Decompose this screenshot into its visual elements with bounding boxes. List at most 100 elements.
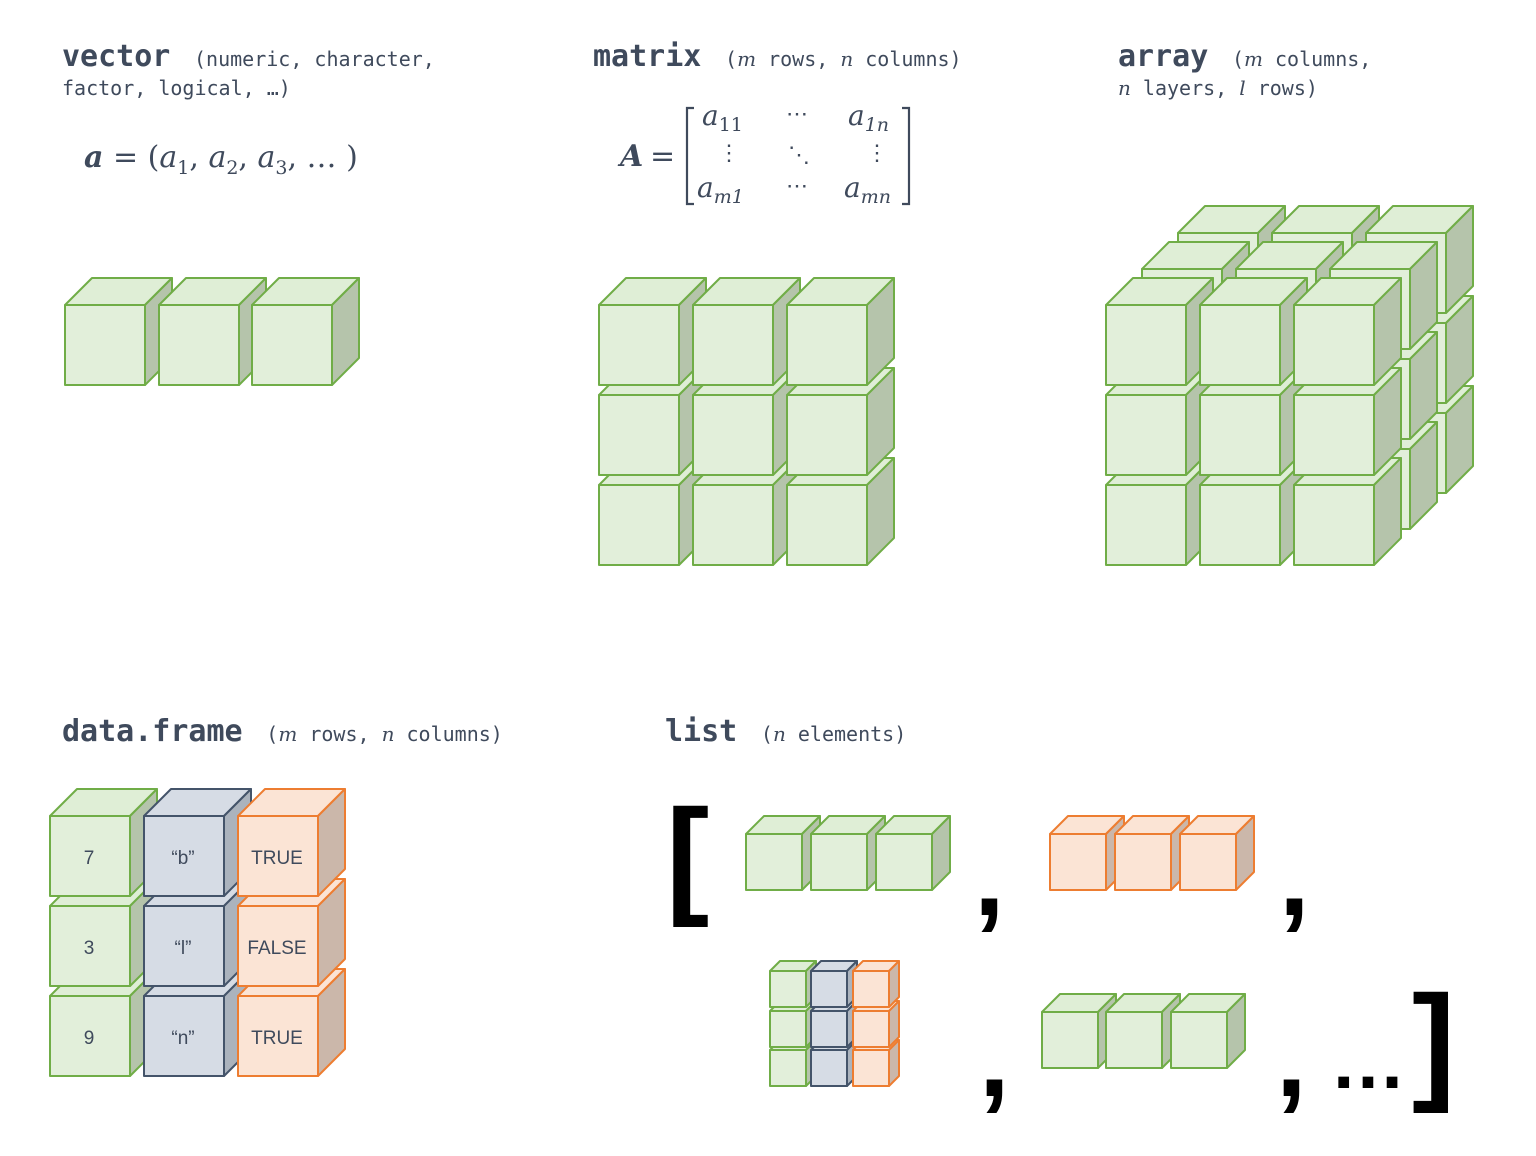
- svg-text:vector (numeric, charact: vector (numeric, character,: [62, 39, 435, 74]
- svg-text:data.frame (m rows, n co: data.frame (m rows, n columns): [62, 714, 503, 749]
- matrix-vdots-right: ⋮: [866, 141, 888, 166]
- matrix-a11: a11: [702, 99, 743, 136]
- df-cube-r1c1: [49, 788, 158, 897]
- df-cell-r1c1: 7: [84, 848, 95, 869]
- dataframe-illustration: [49, 788, 346, 1077]
- matrix-right-bracket: [902, 106, 911, 206]
- matrix-sub-cols: columns): [853, 47, 961, 71]
- df-cell-r3c2: “n”: [171, 1028, 194, 1049]
- list-illustration: [745, 815, 1255, 1087]
- array-illustration: [1105, 205, 1474, 566]
- matrix-sub-n: n: [840, 47, 853, 71]
- array-title: array: [1118, 39, 1208, 74]
- list-header: list (n elements): [665, 714, 906, 749]
- svg-text:array (m columns,: array (m columns,: [1118, 39, 1371, 74]
- vector-formula: a = (a1, a2, a3, … ): [84, 140, 358, 179]
- vector-cube-1: [64, 277, 173, 386]
- matrix-sub-rows: rows,: [756, 47, 840, 71]
- svg-text:list (n elements): list (n elements): [665, 714, 906, 749]
- list-sub-open: (: [761, 722, 773, 746]
- array-header: array (m columns, n layers, l rows): [1118, 39, 1371, 100]
- list-el3-cube-r1c3: [852, 960, 900, 1008]
- list-el4-cube-2: [1105, 993, 1181, 1069]
- vector-subtitle-line2: factor, logical, …): [62, 76, 291, 100]
- matrix-ddots: ⋱: [788, 143, 810, 168]
- array-sub-rows: rows): [1246, 76, 1318, 100]
- matrix-amn: amn: [844, 171, 891, 208]
- matrix-cube-r1c3: [786, 277, 895, 386]
- matrix-a1n-base: a: [848, 99, 865, 132]
- matrix-am1: am1: [697, 171, 744, 208]
- matrix-vdots-left: ⋮: [718, 141, 740, 166]
- array-cube-l1r1c2: [1199, 277, 1308, 386]
- matrix-title: matrix: [593, 39, 701, 74]
- matrix-formula-eq: =: [650, 139, 675, 174]
- df-cell-r2c3: FALSE: [247, 938, 306, 959]
- array-sub-n: n: [1118, 76, 1131, 100]
- dataframe-sub-cols: columns): [394, 722, 502, 746]
- list-punctuation: [ , , , , … ]: [666, 782, 1455, 1120]
- df-cell-r3c1: 9: [84, 1028, 95, 1049]
- list-el1-cube-1: [745, 815, 821, 891]
- matrix-a1n: a1n: [848, 99, 889, 136]
- array-sub-m: m: [1244, 47, 1263, 71]
- list-el2-cube-2: [1114, 815, 1190, 891]
- list-open-bracket: [: [666, 782, 709, 928]
- matrix-illustration: [598, 277, 895, 566]
- array-cube-l1r1c1: [1105, 277, 1214, 386]
- vector-formula-sub1: 1: [177, 157, 189, 179]
- list-el3-cube-r1c1: [769, 960, 817, 1008]
- dataframe-cell-labels: 7 3 9 “b” “l” “n” TRUE FALSE TRUE: [84, 848, 307, 1049]
- list-ellipsis: …: [1330, 1020, 1406, 1105]
- matrix-cube-r1c1: [598, 277, 707, 386]
- vector-formula-sub2: 2: [226, 157, 238, 179]
- df-cell-r1c3: TRUE: [251, 848, 303, 869]
- df-cell-r1c2: “b”: [171, 848, 194, 869]
- array-cube-l1r1c3: [1293, 277, 1402, 386]
- dataframe-sub-open: (: [266, 722, 278, 746]
- list-el1-cube-2: [810, 815, 886, 891]
- array-sub-open: (: [1232, 47, 1244, 71]
- vector-formula-sub3: 3: [275, 157, 287, 179]
- vector-cube-2: [158, 277, 267, 386]
- dataframe-sub-n: n: [382, 722, 395, 746]
- vector-header: vector (numeric, character, factor, logi…: [62, 39, 435, 100]
- dataframe-sub-rows: rows,: [297, 722, 381, 746]
- vector-formula-a2: a: [208, 140, 226, 175]
- matrix-am1-base: a: [697, 171, 714, 204]
- list-close-bracket: ]: [1412, 968, 1455, 1114]
- list-el4-cube-3: [1170, 993, 1246, 1069]
- vector-formula-comma2: ,: [238, 140, 257, 175]
- list-el2-cube-3: [1179, 815, 1255, 891]
- list-comma-3: ,: [979, 997, 1010, 1120]
- matrix-a11-sub: 11: [719, 114, 743, 136]
- df-cube-r1c3: [237, 788, 346, 897]
- matrix-sub-m: m: [737, 47, 756, 71]
- matrix-hdots-top: ⋯: [786, 102, 808, 127]
- vector-cube-3: [251, 277, 360, 386]
- dataframe-header: data.frame (m rows, n columns): [62, 714, 503, 749]
- matrix-am1-sub: m1: [714, 186, 744, 208]
- vector-formula-tail: , … ): [287, 140, 357, 175]
- matrix-amn-sub: mn: [861, 186, 891, 208]
- vector-formula-a1: a: [159, 140, 177, 175]
- vector-illustration: [64, 277, 360, 386]
- vector-subtitle-line1: (numeric, character,: [194, 47, 435, 71]
- matrix-formula-lhs: A: [617, 139, 643, 174]
- svg-text:n layers, l rows): n layers, l rows): [1118, 76, 1318, 100]
- dataframe-title: data.frame: [62, 714, 243, 749]
- list-el1-cube-3: [875, 815, 951, 891]
- list-sub-n: n: [773, 722, 786, 746]
- list-el4-cube-1: [1041, 993, 1117, 1069]
- matrix-sub-open: (: [725, 47, 737, 71]
- df-cell-r3c3: TRUE: [251, 1028, 303, 1049]
- list-sub-elements: elements): [786, 722, 906, 746]
- df-cube-r2c3: [237, 878, 346, 987]
- vector-formula-a3: a: [258, 140, 276, 175]
- array-sub-cols: columns,: [1263, 47, 1371, 71]
- dataframe-sub-m: m: [278, 722, 297, 746]
- df-cube-r1c2: [143, 788, 252, 897]
- list-el2-cube-1: [1049, 815, 1125, 891]
- matrix-a1n-sub: 1n: [865, 114, 889, 136]
- vector-formula-comma1: ,: [189, 140, 208, 175]
